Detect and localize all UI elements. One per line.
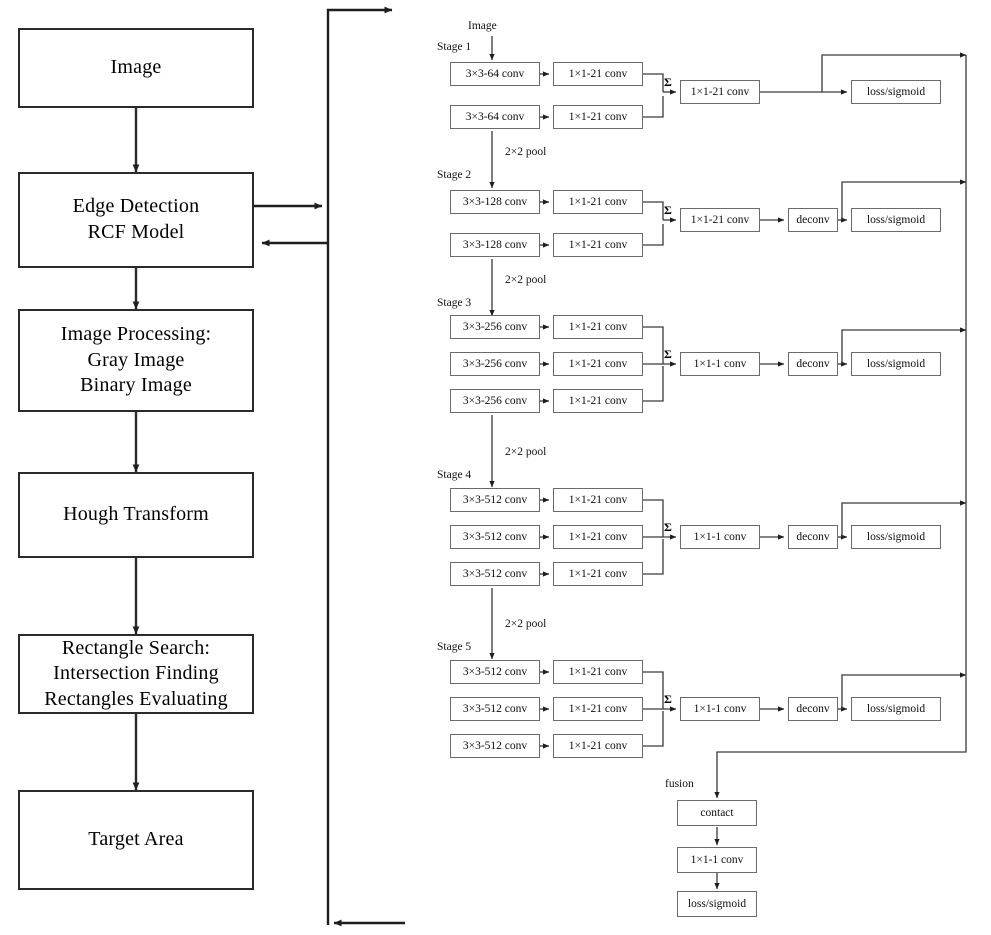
stage-2-loss-sigmoid[interactable]: loss/sigmoid <box>851 208 941 232</box>
stage-2-reduce-conv-1[interactable]: 1×1-21 conv <box>553 190 643 214</box>
stage-3-reduce-conv-2[interactable]: 1×1-21 conv <box>553 352 643 376</box>
stage-5-deconv[interactable]: deconv <box>788 697 838 721</box>
stage-5-label: Stage 5 <box>437 641 472 653</box>
feedback-bus <box>252 6 405 927</box>
pipeline-box-hough-transform[interactable]: Hough Transform <box>18 472 254 558</box>
stage-5-backbone-conv-2[interactable]: 3×3-512 conv <box>450 697 540 721</box>
stage-2-backbone-conv-1[interactable]: 3×3-128 conv <box>450 190 540 214</box>
stage-5-sigma-symbol: Σ <box>664 692 672 706</box>
pipeline-box-image-processing[interactable]: Image Processing: Gray Image Binary Imag… <box>18 309 254 412</box>
stage-5-loss-sigmoid[interactable]: loss/sigmoid <box>851 697 941 721</box>
stage-4-deconv[interactable]: deconv <box>788 525 838 549</box>
stage-4-reduce-conv-1[interactable]: 1×1-21 conv <box>553 488 643 512</box>
stage-1-loss-sigmoid[interactable]: loss/sigmoid <box>851 80 941 104</box>
stage-3-reduce-conv-1[interactable]: 1×1-21 conv <box>553 315 643 339</box>
fusion-contact[interactable]: contact <box>677 800 757 826</box>
stage-3-merge-conv[interactable]: 1×1-1 conv <box>680 352 760 376</box>
stage-2-label: Stage 2 <box>437 169 472 181</box>
stage-4-backbone-conv-1[interactable]: 3×3-512 conv <box>450 488 540 512</box>
pipeline-box-image[interactable]: Image <box>18 28 254 108</box>
stage-4-pool-label: 2×2 pool <box>505 618 547 630</box>
fusion-conv[interactable]: 1×1-1 conv <box>677 847 757 873</box>
stage-2-sigma-symbol: Σ <box>664 203 672 217</box>
pipeline-box-target-area[interactable]: Target Area <box>18 790 254 890</box>
stage-3-reduce-conv-3[interactable]: 1×1-21 conv <box>553 389 643 413</box>
stage-4-reduce-conv-3[interactable]: 1×1-21 conv <box>553 562 643 586</box>
stage-1-reduce-conv-1[interactable]: 1×1-21 conv <box>553 62 643 86</box>
network-wires <box>489 36 967 890</box>
stage-4-label: Stage 4 <box>437 469 472 481</box>
stage-4-reduce-conv-2[interactable]: 1×1-21 conv <box>553 525 643 549</box>
stage-2-pool-label: 2×2 pool <box>505 274 547 286</box>
stage-5-reduce-conv-3[interactable]: 1×1-21 conv <box>553 734 643 758</box>
stage-1-merge-conv[interactable]: 1×1-21 conv <box>680 80 760 104</box>
pipeline-box-edge-detection[interactable]: Edge Detection RCF Model <box>18 172 254 268</box>
stage-4-backbone-conv-2[interactable]: 3×3-512 conv <box>450 525 540 549</box>
stage-5-backbone-conv-1[interactable]: 3×3-512 conv <box>450 660 540 684</box>
stage-1-backbone-conv-1[interactable]: 3×3-64 conv <box>450 62 540 86</box>
stage-1-pool-label: 2×2 pool <box>505 146 547 158</box>
stage-5-reduce-conv-1[interactable]: 1×1-21 conv <box>553 660 643 684</box>
stage-1-reduce-conv-2[interactable]: 1×1-21 conv <box>553 105 643 129</box>
stage-2-reduce-conv-2[interactable]: 1×1-21 conv <box>553 233 643 257</box>
stage-4-backbone-conv-3[interactable]: 3×3-512 conv <box>450 562 540 586</box>
stage-1-label: Stage 1 <box>437 41 472 53</box>
stage-3-loss-sigmoid[interactable]: loss/sigmoid <box>851 352 941 376</box>
stage-1-sigma-symbol: Σ <box>664 75 672 89</box>
fusion-label: fusion <box>665 778 694 790</box>
stage-1-backbone-conv-2[interactable]: 3×3-64 conv <box>450 105 540 129</box>
stage-2-merge-conv[interactable]: 1×1-21 conv <box>680 208 760 232</box>
stage-3-label: Stage 3 <box>437 297 472 309</box>
network-input-label: Image <box>468 20 497 32</box>
stage-4-sigma-symbol: Σ <box>664 520 672 534</box>
stage-5-backbone-conv-3[interactable]: 3×3-512 conv <box>450 734 540 758</box>
stage-5-merge-conv[interactable]: 1×1-1 conv <box>680 697 760 721</box>
stage-4-merge-conv[interactable]: 1×1-1 conv <box>680 525 760 549</box>
stage-3-backbone-conv-2[interactable]: 3×3-256 conv <box>450 352 540 376</box>
pipeline-box-rectangle-search[interactable]: Rectangle Search: Intersection Finding R… <box>18 634 254 714</box>
stage-2-deconv[interactable]: deconv <box>788 208 838 232</box>
stage-3-sigma-symbol: Σ <box>664 347 672 361</box>
stage-3-deconv[interactable]: deconv <box>788 352 838 376</box>
stage-3-backbone-conv-3[interactable]: 3×3-256 conv <box>450 389 540 413</box>
stage-3-pool-label: 2×2 pool <box>505 446 547 458</box>
stage-5-reduce-conv-2[interactable]: 1×1-21 conv <box>553 697 643 721</box>
fusion-loss-sigmoid[interactable]: loss/sigmoid <box>677 891 757 917</box>
stage-4-loss-sigmoid[interactable]: loss/sigmoid <box>851 525 941 549</box>
stage-3-backbone-conv-1[interactable]: 3×3-256 conv <box>450 315 540 339</box>
stage-2-backbone-conv-2[interactable]: 3×3-128 conv <box>450 233 540 257</box>
